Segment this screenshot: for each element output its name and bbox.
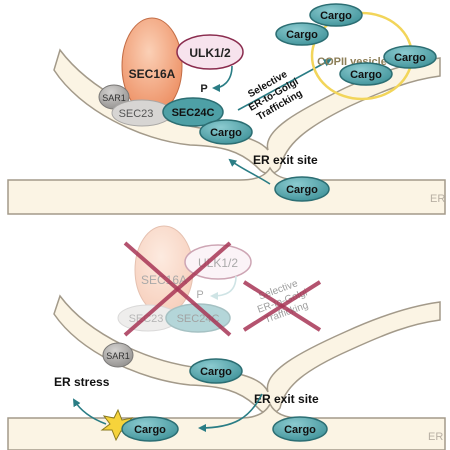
cargo-upper-label: Cargo xyxy=(200,366,232,378)
vesicle-cargo-2-label: Cargo xyxy=(286,29,318,41)
phosphorylation-arrow xyxy=(212,65,233,92)
inhibition-cross-complex xyxy=(123,241,232,337)
sec23-label: SEC23 xyxy=(119,108,154,120)
ulk-label-faded: ULK1/2 xyxy=(198,256,238,270)
exit-site-label: ER exit site xyxy=(253,153,318,167)
er-stress-arrow xyxy=(72,398,107,425)
vesicle-cargo-4-label: Cargo xyxy=(350,69,382,81)
cargo-stressed xyxy=(121,416,179,442)
cargo-lumen xyxy=(274,176,330,202)
phospho-p-label-faded: P xyxy=(196,289,203,301)
cargo-bound xyxy=(199,119,253,145)
stress-star-icon xyxy=(100,408,134,442)
sec24c-label: SEC24C xyxy=(172,107,215,119)
cargo-stressed-label: Cargo xyxy=(134,424,166,436)
sec16a-label: SEC16A xyxy=(129,67,176,81)
er-tube xyxy=(7,166,446,215)
cargo-lumen-stress xyxy=(272,416,328,442)
sec24c-protein xyxy=(162,97,224,127)
vesicle-cargo-3-label: Cargo xyxy=(394,52,426,64)
ulk-label: ULK1/2 xyxy=(189,46,231,60)
vesicle-cargo-1 xyxy=(309,3,363,27)
vesicle-cargo-4 xyxy=(339,62,393,86)
vesicle-cargo-2 xyxy=(275,22,329,46)
phospho-p-label: P xyxy=(200,83,207,95)
cargo-lumen-label: Cargo xyxy=(286,184,318,196)
sec23-protein-faded xyxy=(117,304,179,332)
sar1-protein-stress xyxy=(102,342,134,368)
cargo-lumen-stress-label: Cargo xyxy=(284,424,316,436)
er-label: ER xyxy=(430,193,445,205)
cargo-upper xyxy=(189,358,243,384)
sar1-label: SAR1 xyxy=(102,93,126,103)
panel-stress: ER SEC16A ULK1/2 P SEC23 SEC24C Selectiv… xyxy=(7,225,446,450)
panel-normal: ER SEC16A ULK1/2 P SAR1 SEC23 SEC24C Car… xyxy=(7,3,446,215)
phosphorylation-arrow-faded xyxy=(210,275,237,300)
inhibition-cross-trafficking xyxy=(242,280,322,332)
sec24c-protein-faded xyxy=(165,303,231,333)
sar1-label-stress: SAR1 xyxy=(106,351,130,361)
er-stress-label: ER stress xyxy=(54,375,110,389)
sec16a-protein xyxy=(121,17,183,115)
exit-site-label-stress: ER exit site xyxy=(254,392,319,406)
vesicle-cargo-1-label: Cargo xyxy=(320,10,352,22)
cargo-bound-label: Cargo xyxy=(210,127,242,139)
faded-complex: SEC16A ULK1/2 P SEC23 SEC24C Selective E… xyxy=(117,225,310,333)
er-tube-stress xyxy=(7,402,446,450)
exit-site-arrow xyxy=(228,158,271,185)
backflow-arrow xyxy=(198,393,263,432)
sec16a-label-faded: SEC16A xyxy=(141,273,187,287)
ulk-protein xyxy=(176,34,244,70)
vesicle-cargo-3 xyxy=(383,45,437,69)
er-label-stress: ER xyxy=(428,431,443,443)
